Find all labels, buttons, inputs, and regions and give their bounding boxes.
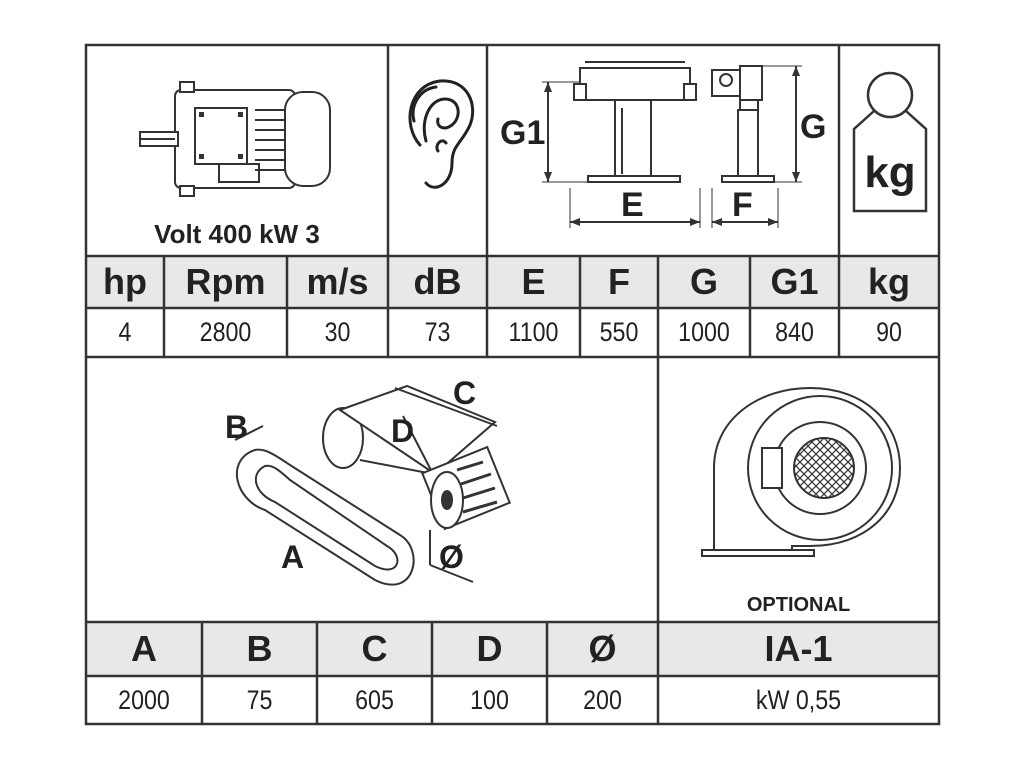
spec-value-ms: 30 bbox=[324, 317, 351, 347]
belt-header-band bbox=[86, 622, 939, 676]
spec-value-f: 550 bbox=[599, 317, 639, 347]
spec-value-rpm: 2800 bbox=[199, 317, 252, 347]
weight-icon: kg bbox=[852, 71, 928, 213]
optional-label: OPTIONAL bbox=[746, 593, 851, 616]
spec-header-kg: kg bbox=[867, 261, 910, 302]
belt-header-b: B bbox=[246, 628, 273, 669]
spec-header-hp: hp bbox=[103, 261, 147, 302]
belt-label-c: C bbox=[453, 375, 476, 411]
belt-header-diameter: Ø bbox=[588, 628, 617, 669]
belt-label-d: D bbox=[391, 413, 414, 449]
ear-icon bbox=[408, 79, 475, 189]
spec-header-g1: G1 bbox=[770, 261, 819, 302]
belt-header-a: A bbox=[131, 628, 157, 669]
belt-and-roller-icon: B D C A Ø bbox=[225, 375, 511, 586]
belt-value-c: 605 bbox=[355, 684, 394, 715]
spec-header-g: G bbox=[689, 261, 718, 302]
belt-value-a: 2000 bbox=[118, 684, 170, 715]
centrifugal-fan-icon bbox=[701, 386, 902, 557]
spec-value-g: 1000 bbox=[678, 317, 730, 347]
spec-value-e: 1100 bbox=[508, 317, 559, 347]
spec-header-f: F bbox=[608, 261, 630, 302]
spec-header-rpm: Rpm bbox=[185, 261, 266, 302]
spec-value-hp: 4 bbox=[118, 317, 132, 347]
belt-value-d: 100 bbox=[470, 684, 509, 715]
belt-header-ia1: IA-1 bbox=[764, 628, 833, 669]
belt-header-d: D bbox=[476, 628, 503, 669]
spec-value-db: 73 bbox=[424, 317, 451, 347]
weight-label: kg bbox=[864, 148, 915, 197]
spec-header-e: E bbox=[521, 261, 546, 302]
specs-header-band bbox=[86, 256, 939, 308]
dim-label-g1: G1 bbox=[500, 114, 545, 152]
belt-header-c: C bbox=[361, 628, 388, 669]
spec-value-kg: 90 bbox=[876, 317, 902, 347]
dim-label-f: F bbox=[732, 186, 753, 224]
belt-value-ia1: kW 0,55 bbox=[755, 684, 842, 715]
belt-label-b: B bbox=[225, 409, 248, 445]
dim-label-g: G bbox=[800, 108, 826, 146]
spec-header-ms: m/s bbox=[306, 261, 369, 302]
belt-value-diameter: 200 bbox=[583, 684, 622, 715]
spec-header-db: dB bbox=[413, 261, 462, 302]
dim-label-e: E bbox=[621, 186, 644, 224]
belt-label-a: A bbox=[281, 539, 304, 575]
electric-motor-icon bbox=[139, 81, 331, 197]
motor-caption: Volt 400 kW 3 bbox=[154, 218, 320, 249]
spec-value-g1: 840 bbox=[775, 317, 814, 347]
belt-value-b: 75 bbox=[246, 684, 273, 715]
machine-dimensions-icon: G1 G E F bbox=[500, 61, 826, 228]
belt-label-diameter: Ø bbox=[439, 539, 464, 575]
